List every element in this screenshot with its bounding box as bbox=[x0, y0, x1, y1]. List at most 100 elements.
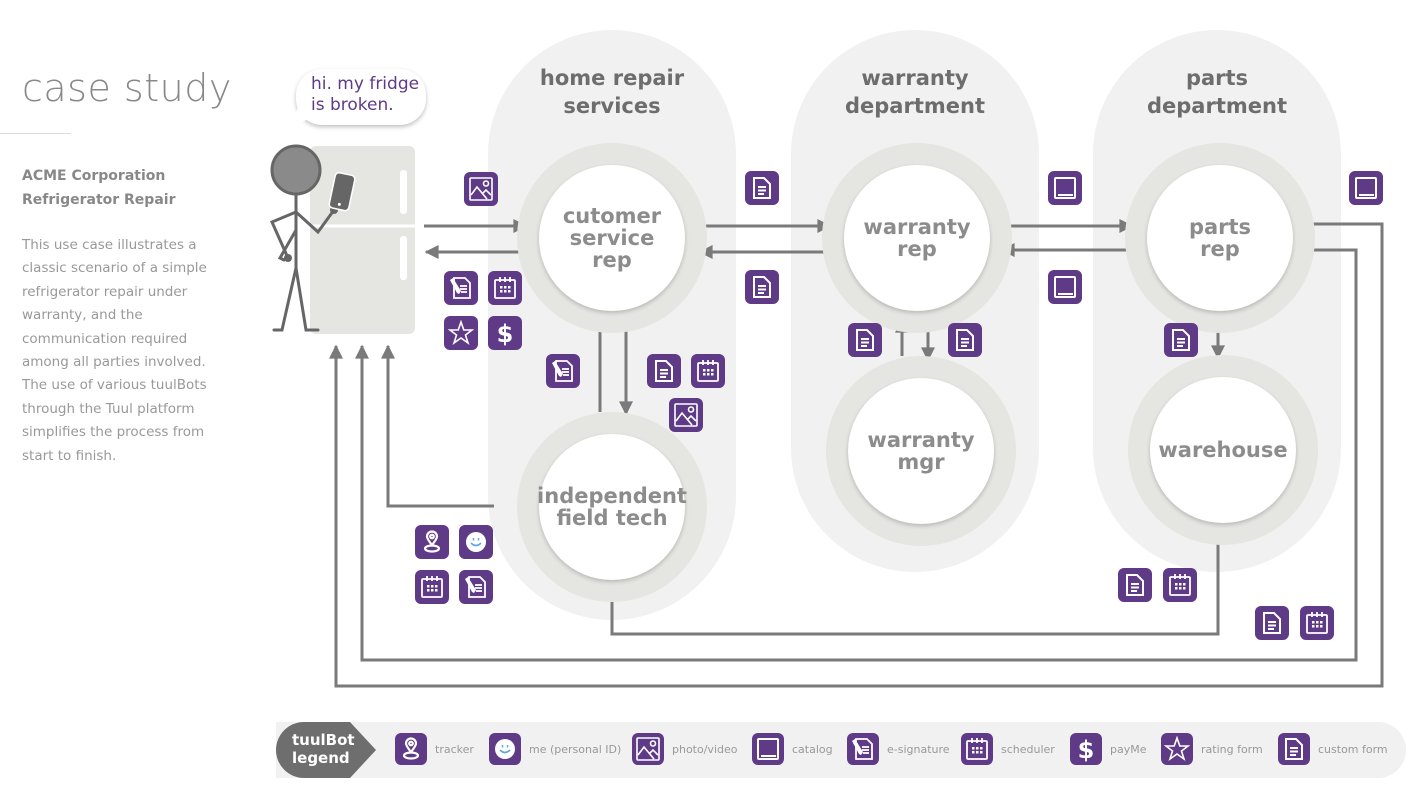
scheduler-icon bbox=[415, 570, 449, 604]
node-label: service bbox=[569, 226, 655, 250]
speech-line: hi. my fridge bbox=[311, 74, 420, 94]
scheduler-icon bbox=[488, 271, 522, 305]
e-signature-icon bbox=[847, 733, 879, 765]
legend-item-me-personal-id: me (personal ID) bbox=[489, 733, 621, 765]
speech-line: is broken. bbox=[311, 95, 394, 115]
svg-text:$: $ bbox=[1078, 736, 1095, 762]
column-header-parts: parts department bbox=[1093, 64, 1341, 120]
legend-item-label: payMe bbox=[1110, 742, 1147, 756]
legend-item-label: photo/video bbox=[672, 742, 738, 756]
photo-video-icon bbox=[669, 398, 703, 432]
node-warehouse[interactable]: warehouse bbox=[1150, 377, 1296, 523]
custom-form-icon bbox=[1118, 568, 1152, 602]
legend-tag-shape bbox=[276, 722, 376, 778]
node-label: warranty bbox=[867, 428, 975, 452]
me-personal-id-icon bbox=[459, 525, 493, 559]
column-header-line: warranty bbox=[861, 66, 969, 90]
custom-form-icon bbox=[745, 270, 779, 304]
custom-form-icon bbox=[647, 354, 681, 388]
legend-item-label: e-signature bbox=[887, 742, 950, 756]
column-header-line: department bbox=[845, 94, 985, 118]
customer-illustration bbox=[270, 144, 415, 334]
catalog-icon bbox=[1048, 171, 1082, 205]
custom-form-icon bbox=[1255, 606, 1289, 640]
node-label: parts bbox=[1188, 215, 1252, 239]
scheduler-icon bbox=[1300, 606, 1334, 640]
speech-bubble: hi. my fridge is broken. bbox=[296, 69, 426, 125]
legend-title-line: tuulBot bbox=[292, 731, 355, 749]
column-header-line: services bbox=[563, 94, 661, 118]
legend-item-label: me (personal ID) bbox=[529, 742, 622, 756]
legend-item-label: catalog bbox=[792, 742, 833, 756]
fridge bbox=[310, 146, 415, 334]
legend-item-scheduler: scheduler bbox=[961, 733, 1055, 765]
legend-item-label: rating form bbox=[1201, 742, 1263, 756]
rating-form-icon bbox=[444, 316, 478, 350]
legend-item-photo-video: photo/video bbox=[632, 733, 737, 765]
e-signature-icon bbox=[546, 354, 580, 388]
custom-form-icon bbox=[745, 171, 779, 205]
legend-item-label: custom form bbox=[1318, 742, 1388, 756]
node-label: rep bbox=[897, 237, 937, 261]
legend-title-line: legend bbox=[292, 749, 350, 767]
fridge-handle-bottom bbox=[400, 236, 407, 280]
edge-parts-to-customer-inner bbox=[355, 248, 1358, 662]
title-divider bbox=[0, 133, 71, 134]
speech-bubble-tail bbox=[286, 108, 310, 130]
node-label: independent bbox=[537, 484, 687, 508]
photo-video-icon bbox=[632, 733, 664, 765]
legend-item-custom-form: custom form bbox=[1278, 733, 1388, 765]
scheduler-icon bbox=[691, 354, 725, 388]
legend-item-tracker: tracker bbox=[395, 733, 474, 765]
edge-warehouse-to-tech bbox=[605, 540, 1220, 636]
photo-video-icon bbox=[464, 172, 498, 206]
column-header-warranty: warranty department bbox=[791, 64, 1039, 120]
custom-form-icon bbox=[1278, 733, 1310, 765]
subtitle-company: ACME Corporation bbox=[22, 168, 166, 184]
legend-item-catalog: catalog bbox=[752, 733, 833, 765]
tuulbot-legend bbox=[276, 722, 1406, 778]
legend-item-rating-form: rating form bbox=[1161, 733, 1263, 765]
column-header-line: parts bbox=[1185, 66, 1249, 90]
e-signature-icon bbox=[444, 271, 478, 305]
custom-form-icon bbox=[948, 323, 982, 357]
node-label: field tech bbox=[556, 506, 668, 530]
head bbox=[270, 144, 322, 196]
catalog-icon bbox=[1349, 171, 1383, 205]
payme-icon: $ bbox=[488, 316, 522, 350]
catalog-icon bbox=[1048, 270, 1082, 304]
column-header-home-repair: home repair services bbox=[488, 64, 736, 120]
node-label: rep bbox=[1200, 237, 1240, 261]
scheduler-icon bbox=[1163, 568, 1197, 602]
column-header-line: home repair bbox=[539, 66, 685, 90]
case-subtitle: ACME Corporation Refrigerator Repair bbox=[22, 164, 242, 212]
node-label: warehouse bbox=[1158, 438, 1288, 462]
custom-form-icon bbox=[1164, 323, 1198, 357]
edge-parts-to-customer-outer bbox=[329, 222, 1384, 688]
tracker-icon bbox=[415, 525, 449, 559]
me-personal-id-icon bbox=[489, 733, 521, 765]
fridge-handle-top bbox=[400, 170, 407, 214]
node-label: mgr bbox=[897, 450, 945, 474]
node-label: cutomer bbox=[562, 204, 662, 228]
legend-item-label: scheduler bbox=[1001, 742, 1055, 756]
scheduler-icon bbox=[961, 733, 993, 765]
rating-form-icon bbox=[1161, 733, 1193, 765]
legend-item-payme: $ payMe bbox=[1070, 733, 1147, 765]
column-header-line: department bbox=[1147, 94, 1287, 118]
legend-item-e-signature: e-signature bbox=[847, 733, 950, 765]
payme-icon: $ bbox=[1070, 733, 1102, 765]
node-label: rep bbox=[592, 248, 632, 272]
case-description: This use case illustrates a classic scen… bbox=[22, 237, 207, 464]
catalog-icon bbox=[752, 733, 784, 765]
custom-form-icon bbox=[848, 323, 882, 357]
subtitle-topic: Refrigerator Repair bbox=[22, 192, 176, 208]
legend-item-label: tracker bbox=[435, 742, 474, 756]
